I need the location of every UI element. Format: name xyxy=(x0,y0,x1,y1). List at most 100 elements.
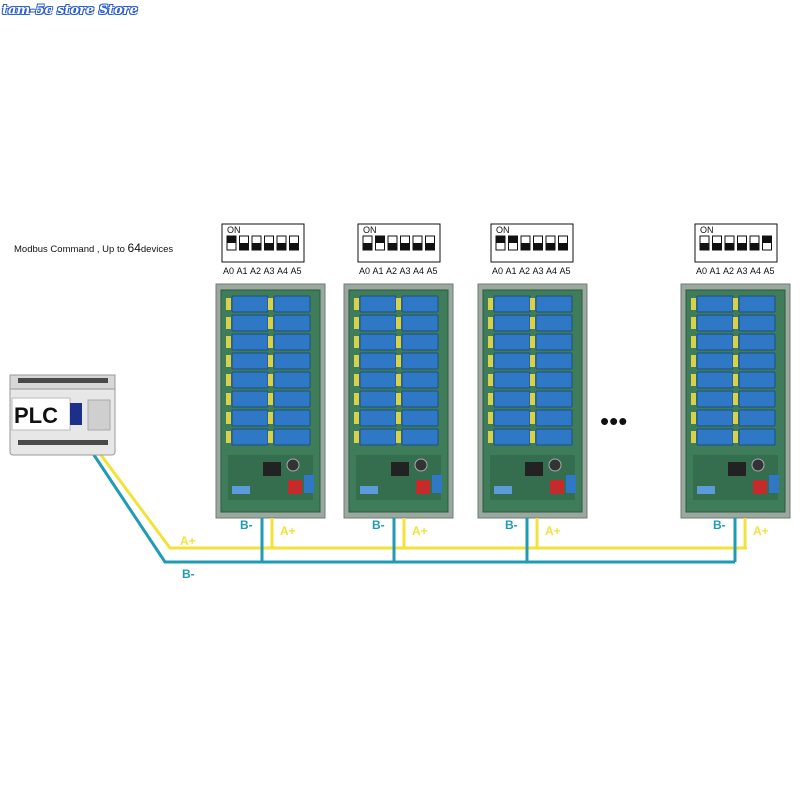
terminal xyxy=(488,393,493,405)
terminal xyxy=(354,412,359,424)
relay xyxy=(273,352,311,370)
bus-b-label: B- xyxy=(182,567,195,581)
relay xyxy=(696,295,734,313)
terminal xyxy=(733,298,738,310)
dip-address-label: A4 xyxy=(277,266,288,276)
terminal xyxy=(396,374,401,386)
relay xyxy=(493,409,531,427)
relay xyxy=(231,352,269,370)
terminal xyxy=(226,374,231,386)
mcu-chip xyxy=(728,462,746,476)
dip-on-label: ON xyxy=(227,225,241,235)
terminal xyxy=(691,336,696,348)
dip-address-label: A1 xyxy=(506,266,517,276)
relay xyxy=(401,371,439,389)
dip-header xyxy=(232,486,250,494)
dip-toggle-on xyxy=(762,236,772,243)
dip-address-label: A1 xyxy=(373,266,384,276)
capacitor xyxy=(751,458,765,472)
terminal xyxy=(488,317,493,329)
bus-b-trunk xyxy=(90,451,735,564)
terminal xyxy=(226,317,231,329)
terminal xyxy=(733,336,738,348)
terminal xyxy=(268,393,273,405)
plc-unit: PLC xyxy=(9,374,116,456)
caption-text: Modbus Command , Up to xyxy=(14,244,128,255)
dip-toggle-on xyxy=(227,236,236,243)
mcu-chip xyxy=(525,462,543,476)
modbus-caption: Modbus Command , Up to 64devices xyxy=(14,241,173,255)
dip-toggle-off xyxy=(425,243,435,250)
dip-toggle-off xyxy=(388,243,397,250)
relay xyxy=(493,390,531,408)
caption-suffix: devices xyxy=(140,244,174,255)
relay xyxy=(359,333,397,351)
relay xyxy=(696,428,734,446)
dip-address-label: A4 xyxy=(546,266,557,276)
relay xyxy=(738,333,776,351)
dip-toggle-off xyxy=(413,243,422,250)
rs485-terminal xyxy=(769,475,779,493)
dip-toggle-off xyxy=(737,243,747,250)
terminal xyxy=(396,393,401,405)
terminal xyxy=(691,412,696,424)
bus-a-label: A+ xyxy=(180,534,196,548)
dip-toggle-off xyxy=(558,243,568,250)
relay-board-2: B-A+ xyxy=(343,283,454,562)
store-watermark: tam-5c store Store xyxy=(2,3,138,18)
dip-toggle-off xyxy=(277,243,286,250)
dip-on-label: ON xyxy=(363,225,377,235)
terminal xyxy=(396,431,401,443)
relay xyxy=(696,352,734,370)
relay xyxy=(696,390,734,408)
dip-address-label: A2 xyxy=(250,266,261,276)
dip-address-label: A0 xyxy=(696,266,707,276)
relay xyxy=(738,295,776,313)
drop-b-label: B- xyxy=(505,518,518,532)
relay xyxy=(231,371,269,389)
relay xyxy=(359,371,397,389)
dip-toggle-off xyxy=(289,243,299,250)
dip-toggle-off xyxy=(546,243,555,250)
dip-address-label: A2 xyxy=(386,266,397,276)
dip-address-label: A1 xyxy=(237,266,248,276)
drop-b-label: B- xyxy=(240,518,253,532)
power-terminal xyxy=(550,480,564,494)
terminal xyxy=(733,393,738,405)
relay xyxy=(273,390,311,408)
dip-address-label: A0 xyxy=(223,266,234,276)
relay xyxy=(535,371,573,389)
terminal xyxy=(226,336,231,348)
dip-address-label: A3 xyxy=(400,266,411,276)
terminal xyxy=(530,412,535,424)
relay xyxy=(401,390,439,408)
terminal xyxy=(530,374,535,386)
relay xyxy=(231,333,269,351)
relay xyxy=(273,371,311,389)
terminal xyxy=(226,393,231,405)
relay-board-3: B-A+ xyxy=(477,283,588,562)
terminal xyxy=(691,317,696,329)
relay xyxy=(493,371,531,389)
terminal xyxy=(733,431,738,443)
capacitor xyxy=(414,458,428,472)
terminal xyxy=(530,298,535,310)
mcu-chip xyxy=(263,462,281,476)
terminal xyxy=(354,374,359,386)
relay xyxy=(231,428,269,446)
relay xyxy=(535,428,573,446)
drop-a-label: A+ xyxy=(280,524,296,538)
relay xyxy=(359,390,397,408)
terminal xyxy=(488,374,493,386)
dip-address-label: A1 xyxy=(710,266,721,276)
relay xyxy=(696,314,734,332)
bus-a-trunk xyxy=(93,446,747,550)
dip-address-label: A5 xyxy=(291,266,302,276)
dip-toggle-off xyxy=(712,243,722,250)
terminal xyxy=(488,336,493,348)
